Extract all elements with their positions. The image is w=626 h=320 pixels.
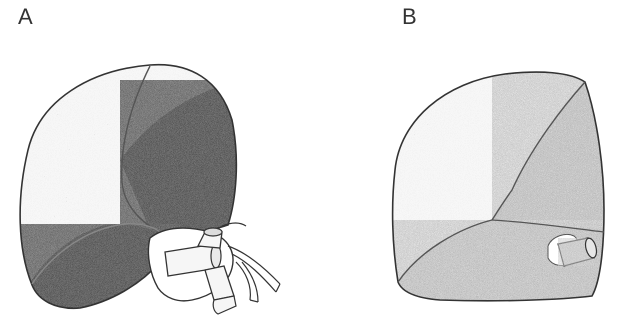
lung-illustration-a bbox=[0, 50, 280, 320]
lung-illustration-b bbox=[380, 60, 620, 320]
